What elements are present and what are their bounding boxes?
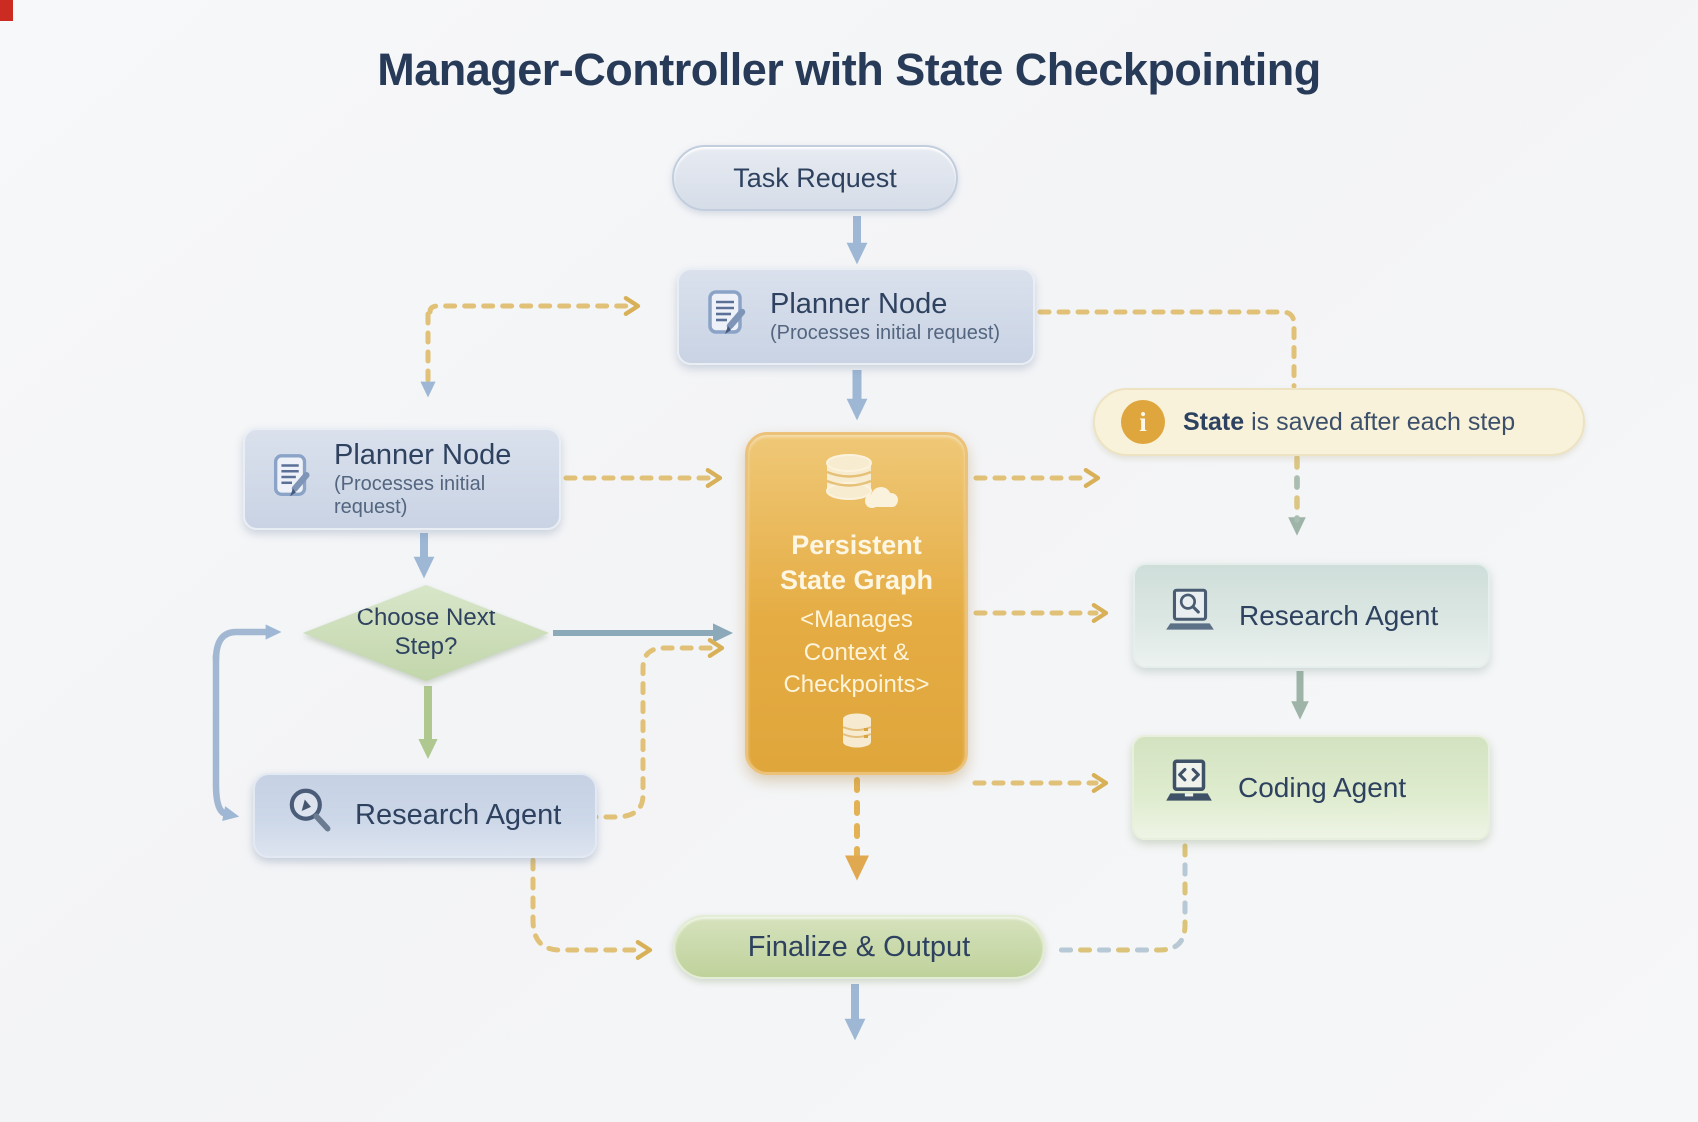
planner-center-sublabel: (Processes initial request): [770, 321, 1001, 344]
planner-left-sublabel: (Processes initial request): [334, 472, 486, 518]
node-decision: Choose Next Step?: [303, 585, 549, 681]
dashed-corner-to-planner: [427, 296, 641, 316]
research-agent-left-label: Research Agent: [355, 799, 562, 831]
loop-arrow-to-decision: [212, 624, 282, 661]
task-request-label: Task Request: [733, 162, 897, 193]
laptop-magnifier-icon: [1161, 583, 1219, 648]
document-pencil-icon: [267, 452, 317, 507]
corner-artifact: [0, 0, 13, 21]
callout-rest-text: is saved after each step: [1244, 407, 1516, 436]
node-planner-center: Planner Node (Processes initial request): [677, 268, 1035, 365]
laptop-code-icon: [1160, 755, 1218, 820]
planner-left-label: Planner Node: [334, 439, 512, 472]
planner-center-label: Planner Node: [770, 288, 948, 321]
decision-label: Choose Next Step?: [356, 604, 496, 660]
research-agent-right-label: Research Agent: [1239, 599, 1439, 631]
node-planner-left: Planner Node (Processes initial request): [243, 428, 561, 530]
database-cloud-icon: [807, 451, 907, 522]
state-graph-label: Persistent State Graph: [779, 530, 934, 596]
node-research-agent-right: Research Agent: [1133, 563, 1490, 668]
node-research-agent-left: Research Agent: [253, 773, 597, 858]
callout-state-saved: i State is saved after each step: [1093, 388, 1585, 456]
node-finalize: Finalize & Output: [673, 915, 1045, 979]
info-icon-glyph: i: [1139, 406, 1147, 437]
loop-arrow-to-researchleft: [212, 655, 240, 821]
node-state-graph: Persistent State Graph <Manages Context …: [745, 432, 968, 775]
callout-bold-text: State: [1183, 407, 1245, 436]
coding-agent-label: Coding Agent: [1238, 771, 1407, 803]
dashed-planner-to-callout: [1037, 309, 1297, 389]
page-title: Manager-Controller with State Checkpoint…: [377, 44, 1321, 95]
node-coding-agent: Coding Agent: [1132, 735, 1490, 840]
finalize-label: Finalize & Output: [747, 930, 971, 963]
state-graph-sublabel: <Manages Context & Checkpoints>: [783, 606, 930, 698]
dashed-researchleft-to-finalize: [530, 857, 653, 960]
magnifier-icon: [283, 784, 339, 848]
dashed-coding-to-finalize-alt: [1053, 843, 1188, 953]
callout-text: State is saved after each step: [1183, 408, 1515, 437]
dashed-researchleft-to-stategraph: [565, 638, 725, 820]
database-icon: [834, 711, 880, 758]
info-icon: i: [1121, 400, 1165, 444]
node-task-request: Task Request: [672, 145, 958, 211]
document-pencil-icon: [701, 288, 753, 345]
dashed-coding-to-finalize: [1053, 843, 1188, 953]
